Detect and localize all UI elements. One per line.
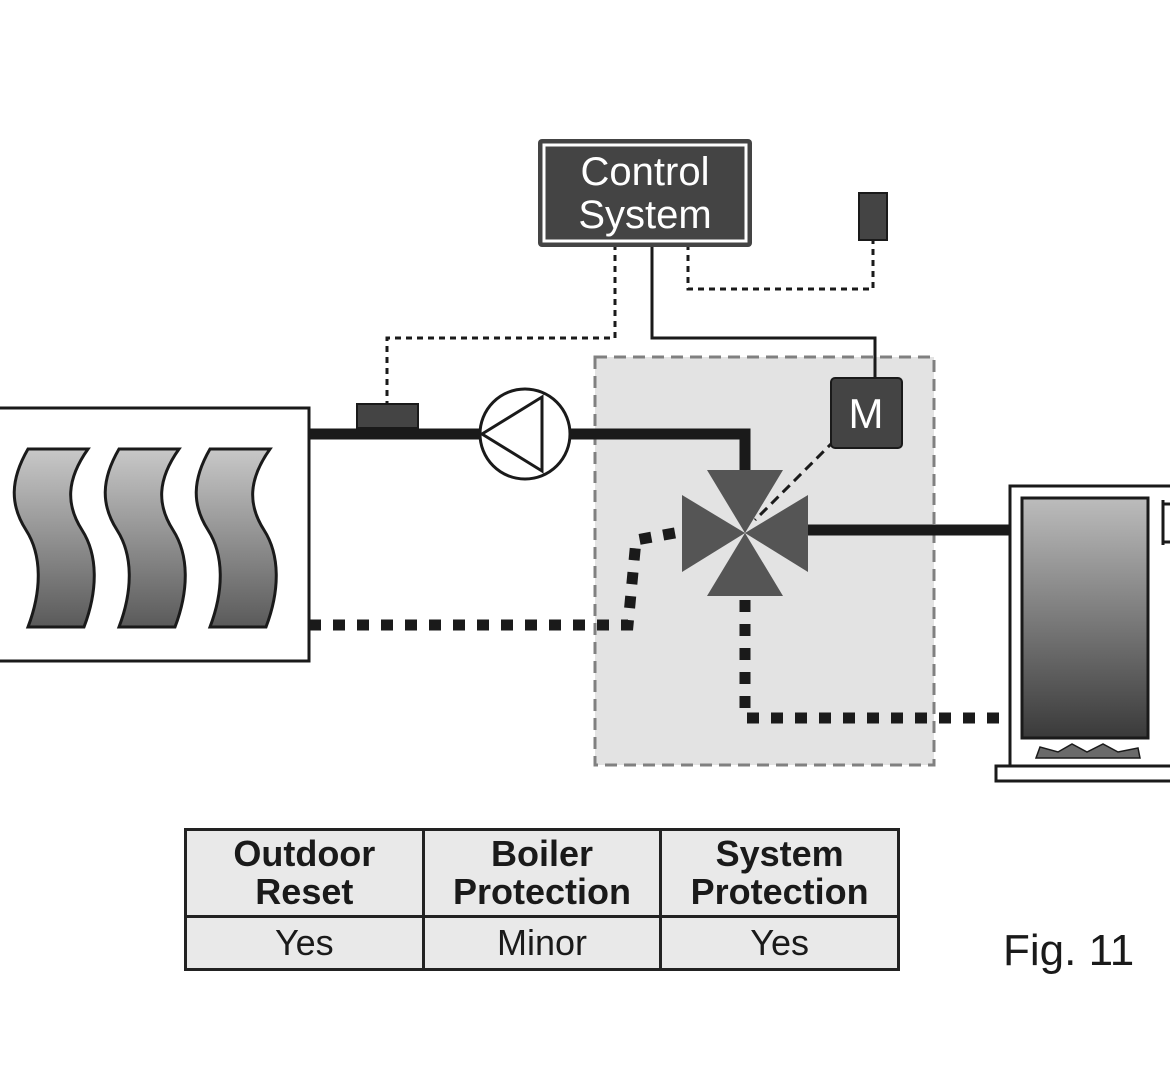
control-system-box: Control System [538, 139, 752, 247]
figure-label: Fig. 11 [1003, 926, 1135, 975]
value-boiler-protection: Minor [421, 915, 663, 971]
table-value-row: Yes Minor Yes [184, 915, 900, 971]
boiler-return-pipe [739, 600, 1010, 724]
burner-flame-icon [1034, 743, 1141, 759]
boiler-base [994, 764, 1170, 783]
value-system-protection: Yes [659, 915, 900, 971]
return-pipe [309, 526, 681, 631]
outdoor-sensor [858, 192, 888, 241]
protection-summary-table: Outdoor Reset Boiler Protection System P… [184, 828, 900, 971]
outdoor-sensor-wire [686, 240, 875, 291]
mixing-valve-icon [682, 470, 808, 596]
header-outdoor-reset: Outdoor Reset [184, 828, 425, 918]
control-system-line1: Control [581, 150, 710, 194]
valve-motor: M [830, 377, 903, 449]
header-line: Outdoor [233, 833, 376, 874]
value-outdoor-reset: Yes [184, 915, 425, 971]
emitter-panel-3 [194, 447, 278, 629]
header-line: Reset [255, 871, 354, 912]
heat-emitter [0, 406, 311, 663]
header-line: Protection [452, 871, 631, 912]
motor-wire [650, 244, 877, 378]
motor-linkage [753, 438, 837, 522]
motor-label: M [849, 390, 884, 437]
header-line: Protection [690, 871, 869, 912]
circulator-pump-icon [478, 387, 572, 481]
boiler [994, 484, 1170, 783]
table-header-row: Outdoor Reset Boiler Protection System P… [184, 828, 900, 918]
header-system-protection: System Protection [659, 828, 900, 918]
sensor-wire-supply [385, 244, 617, 406]
supply-sensor [356, 403, 419, 429]
supply-pipe [309, 428, 751, 470]
control-system-line2: System [578, 193, 711, 237]
header-line: Boiler [490, 833, 593, 874]
header-boiler-protection: Boiler Protection [421, 828, 663, 918]
emitter-panel-2 [103, 447, 187, 629]
emitter-panel-1 [12, 447, 96, 629]
header-line: System [715, 833, 844, 874]
